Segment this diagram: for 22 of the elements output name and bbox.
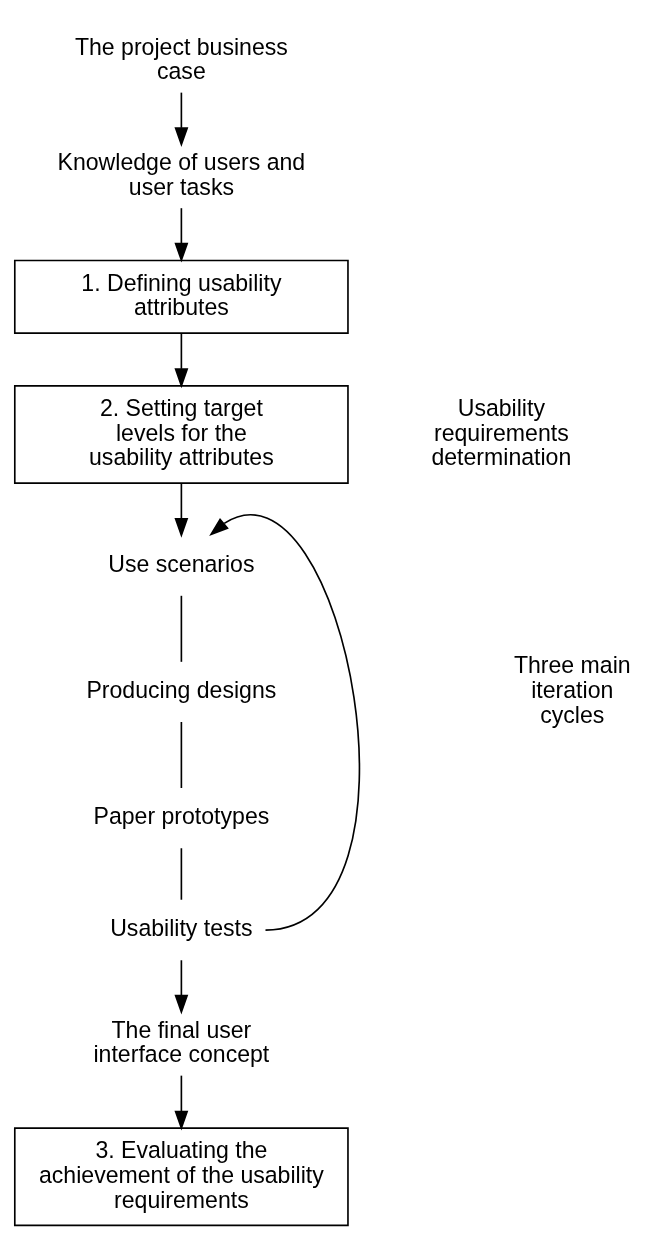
node-text: Paper prototypes — [93, 803, 270, 830]
arrow — [174, 959, 189, 1015]
node-text: The project business case — [74, 33, 288, 85]
node-text: Usability tests — [110, 915, 253, 942]
arrow — [174, 332, 189, 389]
connector — [180, 594, 183, 663]
node-text: Knowledge of users and user tasks — [57, 149, 306, 200]
arrow — [209, 514, 360, 931]
connector — [180, 721, 183, 789]
arrow — [174, 482, 189, 538]
arrow — [174, 1074, 189, 1131]
label: Usability requirements determination — [431, 394, 572, 471]
connector — [180, 847, 183, 901]
node-text: Producing designs — [86, 676, 277, 703]
label: Three main iteration cycles — [513, 652, 631, 728]
node-box: 1. Defining usability attributes — [13, 259, 349, 334]
node-text: Use scenarios — [108, 550, 255, 577]
arrow — [174, 207, 189, 263]
arrow — [174, 91, 189, 148]
node-box: 3. Evaluating the achievement of the usability requirements — [13, 1127, 349, 1227]
node-box: 2. Setting target levels for the usability attributes — [13, 385, 349, 484]
node-text: The final user interface concept — [93, 1016, 270, 1068]
